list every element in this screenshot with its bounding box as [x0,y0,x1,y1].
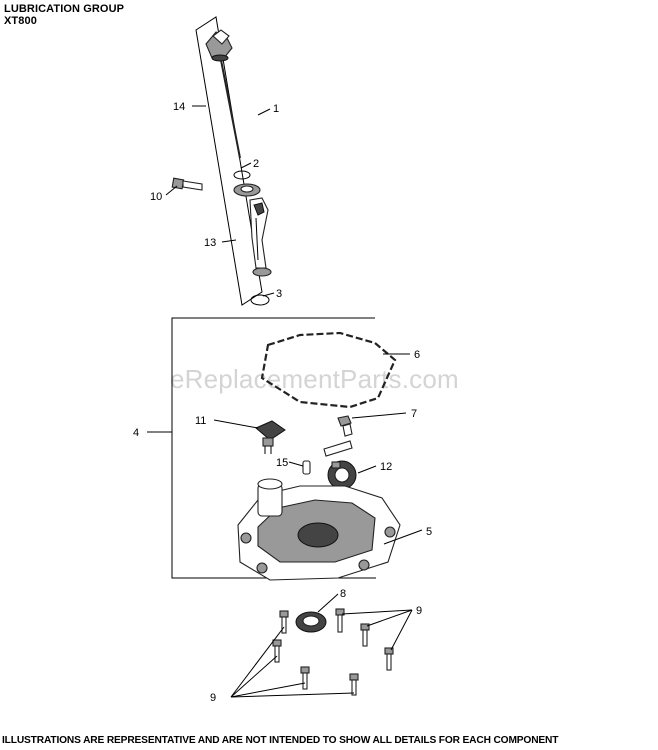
dipstick-tube-part [249,197,272,277]
callout-9-right: 9 [416,605,422,617]
callout-5: 5 [426,526,432,538]
tube-flange-part [233,183,261,197]
bolt-part-9 [272,608,394,696]
bolt-9-a [279,610,289,634]
leader-lines [147,105,423,698]
bolt-9-f [300,666,310,690]
oil-sensor-part [255,420,286,454]
upper-assembly-frame [195,16,263,306]
watermark: eReplacementParts.com [170,364,459,394]
dipstick-part [220,59,241,159]
bolt-9-g [349,673,359,696]
callout-6: 6 [414,349,420,361]
disclaimer-footer: ILLUSTRATIONS ARE REPRESENTATIVE AND ARE… [2,735,559,746]
callout-2: 2 [253,158,259,170]
diagram-title: LUBRICATION GROUP [4,3,125,15]
callout-1: 1 [273,103,279,115]
o-ring-part-2 [233,170,251,180]
bolt-9-e [384,647,394,671]
callout-13: 13 [204,237,216,249]
bolt-9-b [335,608,345,633]
callout-10: 10 [150,191,162,203]
callout-7: 7 [411,408,417,420]
gasket-part [260,331,397,409]
bolt-9-d [272,639,282,663]
bolt-part-10 [171,177,203,191]
callout-12: 12 [380,461,392,473]
o-ring-part-3 [250,294,270,306]
callout-8: 8 [340,588,346,600]
exploded-parts-diagram: 14 1 2 10 13 3 4 6 7 11 15 12 5 8 9 9 [133,16,432,704]
callout-4: 4 [133,427,139,439]
model-label: XT800 [4,15,37,27]
closure-plate-part [237,478,401,581]
callout-14: 14 [173,101,185,113]
oil-seal-part [295,611,327,633]
callout-11: 11 [195,415,206,427]
bolt-9-c [360,623,370,647]
callout-15: 15 [276,457,288,469]
callout-9-left: 9 [210,692,216,704]
oil-pump-part [323,440,357,490]
callout-3: 3 [276,288,282,300]
pin-part-15 [302,460,311,475]
dipstick-cap-part [205,29,233,62]
bolt-part-7 [337,415,353,437]
